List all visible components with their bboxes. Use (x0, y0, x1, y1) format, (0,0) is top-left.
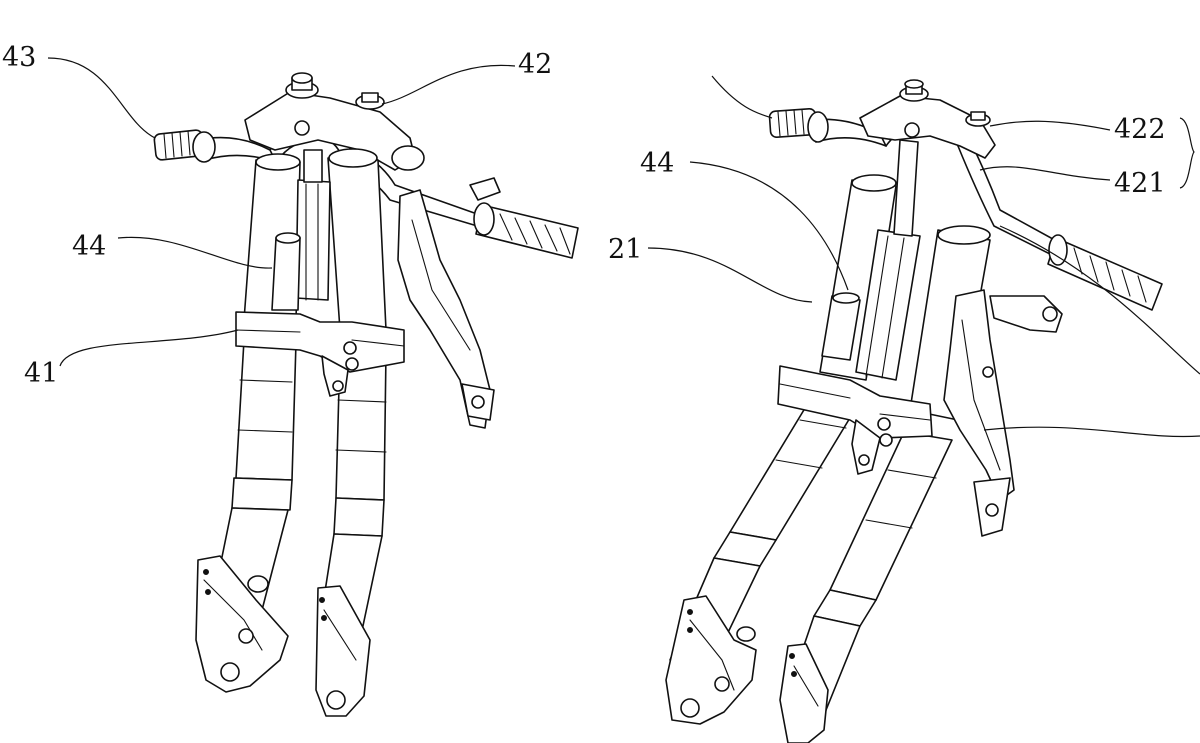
label-41: 41 (24, 358, 58, 389)
left-fork-leg (211, 153, 301, 611)
lower-triple-clamp (777, 365, 933, 475)
label-21: 21 (608, 234, 642, 265)
label-42: 42 (518, 49, 552, 80)
steering-damper (821, 139, 921, 381)
figure-2-front-fork-assembly: 44 21 422 421 (608, 75, 1200, 743)
right-grip (473, 202, 579, 259)
right-axle-lug (779, 643, 829, 743)
upper-triple-clamp (859, 79, 996, 159)
label-43: 43 (2, 42, 36, 73)
label-421: 421 (1114, 168, 1166, 199)
figure-1-leader-lines (47, 57, 516, 367)
frame-bracket (943, 289, 1063, 537)
right-grip (1047, 234, 1163, 311)
left-grip (153, 129, 216, 163)
left-caliper-mount (195, 555, 289, 693)
figure-2-leader-lines (647, 75, 1200, 438)
label-422: 422 (1114, 114, 1166, 145)
left-grip (768, 108, 829, 143)
label-44: 44 (640, 148, 674, 179)
right-axle-lug (315, 585, 371, 717)
lower-triple-clamp (235, 311, 405, 397)
steering-damper (271, 149, 331, 311)
label-44: 44 (72, 231, 106, 262)
frame-bracket (397, 177, 501, 429)
upper-triple-clamp (244, 72, 425, 171)
right-fork-leg (317, 148, 387, 641)
left-caliper-mount (665, 595, 757, 725)
figure-1-front-fork-assembly: 43 42 44 41 (2, 42, 579, 717)
